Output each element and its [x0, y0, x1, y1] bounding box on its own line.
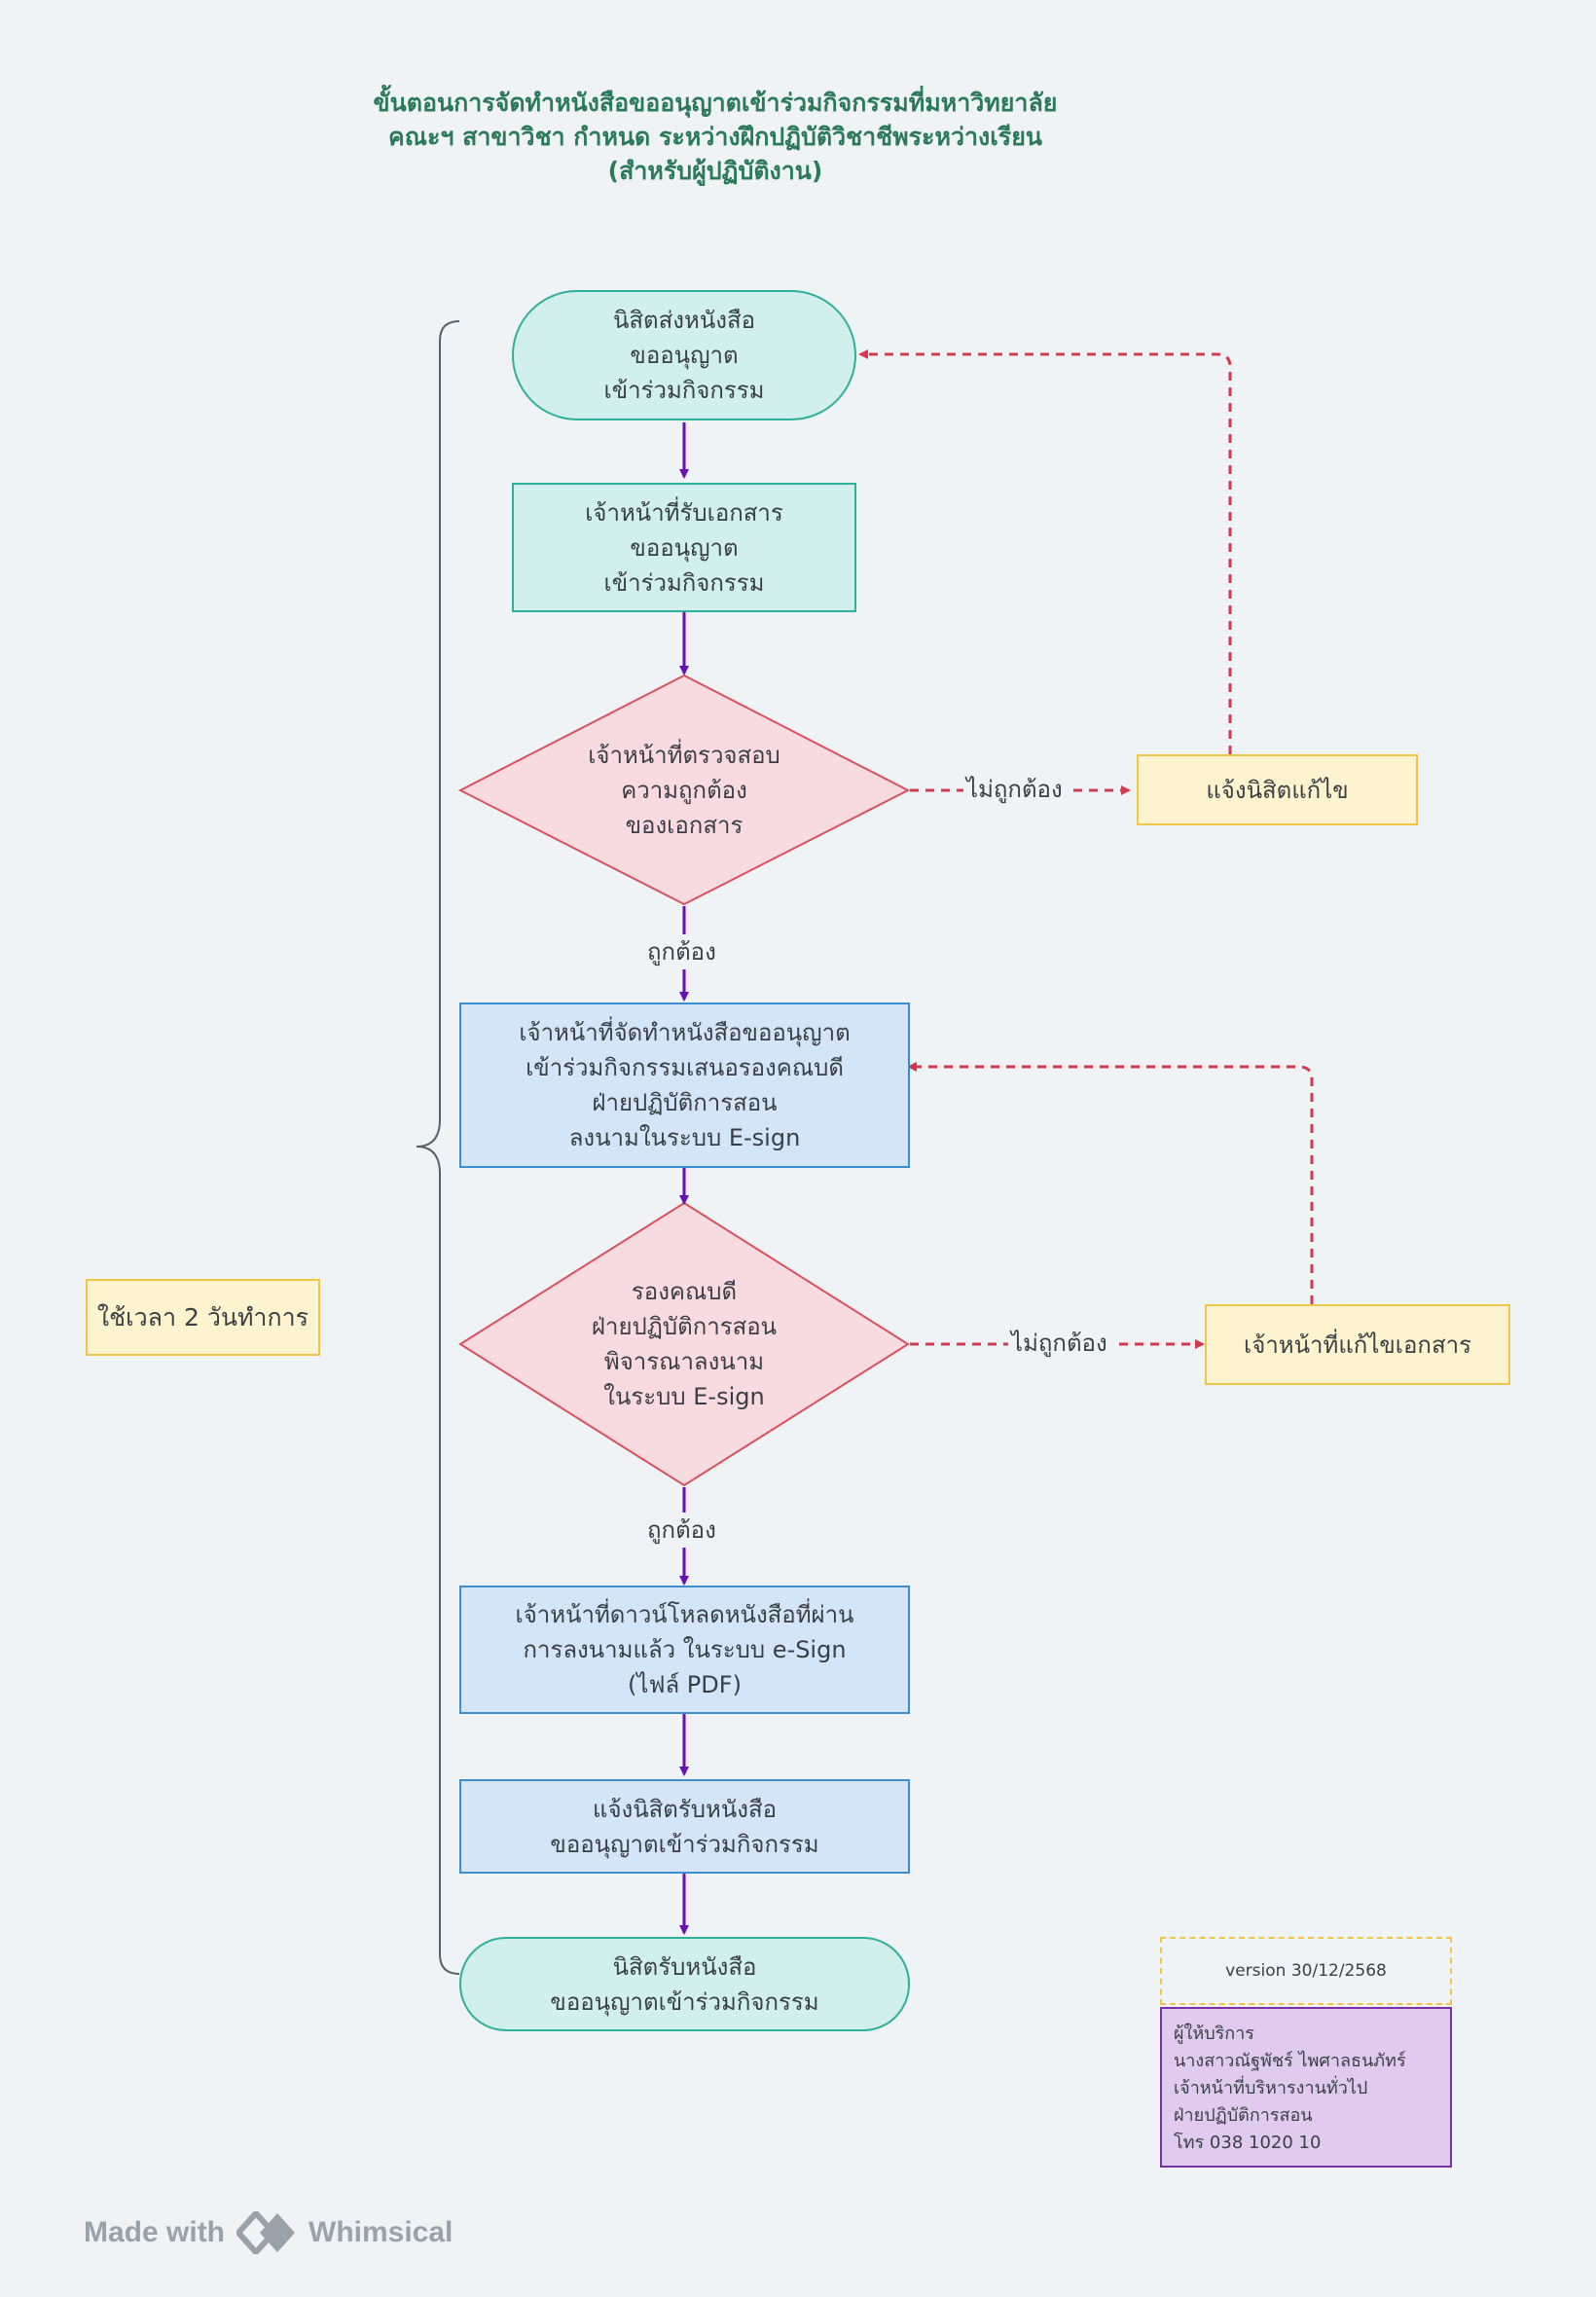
whimsical-brand: Whimsical	[308, 2216, 453, 2248]
sign-line-2: ฝ่ายปฏิบัติการสอน	[591, 1313, 778, 1340]
notify-fix-label: แจ้งนิสิตแก้ไข	[1206, 776, 1349, 804]
edge-label-correct-1: ถูกต้อง	[644, 937, 719, 966]
check-line-2: ความถูกต้อง	[621, 777, 747, 804]
diagram-title: ขั้นตอนการจัดทำหนังสือขออนุญาตเข้าร่วมกิ…	[292, 86, 1139, 188]
provider-name: นางสาวณัฐพัชร์ ไพศาลธนภัทร์	[1174, 2051, 1406, 2071]
edge-label-incorrect-2: ไม่ถูกต้อง	[1008, 1329, 1110, 1358]
prepare-line-3: ฝ่ายปฏิบัติการสอน	[592, 1089, 778, 1116]
end-line-2: ขออนุญาตเข้าร่วมกิจกรรม	[550, 1987, 819, 2016]
title-line-1: ขั้นตอนการจัดทำหนังสือขออนุญาตเข้าร่วมกิ…	[373, 89, 1058, 117]
version-label: version 30/12/2568	[1225, 1961, 1387, 1981]
provider-card: ผู้ให้บริการ นางสาวณัฐพัชร์ ไพศาลธนภัทร์…	[1160, 2007, 1452, 2168]
prepare-node: เจ้าหน้าที่จัดทำหนังสือขออนุญาต เข้าร่วม…	[459, 1003, 910, 1168]
download-line-1: เจ้าหน้าที่ดาวน์โหลดหนังสือที่ผ่าน	[515, 1601, 854, 1628]
notify-receive-node: แจ้งนิสิตรับหนังสือ ขออนุญาตเข้าร่วมกิจก…	[459, 1779, 910, 1874]
notify-receive-line-1: แจ้งนิสิตรับหนังสือ	[592, 1795, 778, 1823]
provider-department: ฝ่ายปฏิบัติการสอน	[1174, 2105, 1313, 2126]
receive-line-2: ขออนุญาต	[630, 533, 739, 562]
check-decision: เจ้าหน้าที่ตรวจสอบ ความถูกต้อง ของเอกสาร	[509, 711, 859, 870]
staff-fix-node: เจ้าหน้าที่แก้ไขเอกสาร	[1205, 1304, 1510, 1385]
download-line-3: (ไฟล์ PDF)	[628, 1671, 742, 1698]
download-line-2: การลงนามแล้ว ในระบบ e-Sign	[523, 1636, 847, 1663]
provider-phone: โทร 038 1020 10	[1174, 2133, 1322, 2153]
check-line-1: เจ้าหน้าที่ตรวจสอบ	[588, 742, 780, 769]
receive-line-1: เจ้าหน้าที่รับเอกสาร	[585, 498, 783, 527]
staff-fix-label: เจ้าหน้าที่แก้ไขเอกสาร	[1244, 1331, 1471, 1359]
start-line-2: ขออนุญาต	[630, 342, 739, 369]
sign-decision-shape	[458, 1201, 910, 1487]
version-note: version 30/12/2568	[1160, 1937, 1452, 2005]
notify-receive-line-2: ขออนุญาตเข้าร่วมกิจกรรม	[550, 1830, 819, 1858]
download-node: เจ้าหน้าที่ดาวน์โหลดหนังสือที่ผ่าน การลง…	[459, 1586, 910, 1714]
sign-line-4: ในระบบ E-sign	[603, 1383, 765, 1410]
check-line-3: ของเอกสาร	[625, 812, 744, 839]
whimsical-logo-icon	[236, 2211, 296, 2254]
edge-label-correct-2: ถูกต้อง	[644, 1515, 719, 1545]
sign-line-1: รองคณบดี	[631, 1278, 738, 1305]
duration-note: ใช้เวลา 2 วันทำการ	[86, 1279, 320, 1356]
prepare-line-2: เข้าร่วมกิจกรรมเสนอรองคณบดี	[526, 1054, 844, 1081]
title-line-2: คณะฯ สาขาวิชา กำหนด ระหว่างฝึกปฏิบัติวิช…	[388, 123, 1042, 151]
sign-decision: รองคณบดี ฝ่ายปฏิบัติการสอน พิจารณาลงนาม …	[509, 1256, 859, 1433]
end-line-1: นิสิตรับหนังสือ	[612, 1952, 757, 1981]
start-line-3: เข้าร่วมกิจกรรม	[603, 377, 765, 404]
provider-heading: ผู้ให้บริการ	[1174, 2024, 1254, 2044]
prepare-line-1: เจ้าหน้าที่จัดทำหนังสือขออนุญาต	[519, 1019, 851, 1046]
arrow-notifyfix-to-start	[858, 349, 1232, 754]
prepare-line-4: ลงนามในระบบ E-sign	[568, 1124, 801, 1151]
duration-note-label: ใช้เวลา 2 วันทำการ	[96, 1302, 309, 1331]
title-line-3: (สำหรับผู้ปฏิบัติงาน)	[607, 157, 823, 185]
end-node: นิสิตรับหนังสือ ขออนุญาตเข้าร่วมกิจกรรม	[459, 1937, 910, 2031]
arrow-stafffix-to-prepare	[907, 1062, 1314, 1304]
edge-label-incorrect-1: ไม่ถูกต้อง	[963, 775, 1066, 804]
provider-position: เจ้าหน้าที่บริหารงานทั่วไป	[1174, 2078, 1368, 2098]
receive-line-3: เข้าร่วมกิจกรรม	[603, 568, 765, 597]
made-with-badge[interactable]: Made with Whimsical	[84, 2211, 453, 2254]
start-node: นิสิตส่งหนังสือ ขออนุญาต เข้าร่วมกิจกรรม	[512, 290, 856, 420]
made-with-label: Made with	[84, 2216, 226, 2248]
receive-node: เจ้าหน้าที่รับเอกสาร ขออนุญาต เข้าร่วมกิ…	[512, 483, 856, 612]
notify-fix-node: แจ้งนิสิตแก้ไข	[1137, 754, 1418, 825]
check-decision-shape	[457, 674, 911, 906]
start-line-1: นิสิตส่งหนังสือ	[612, 307, 755, 334]
duration-brace	[416, 320, 460, 1975]
sign-line-3: พิจารณาลงนาม	[603, 1348, 765, 1375]
